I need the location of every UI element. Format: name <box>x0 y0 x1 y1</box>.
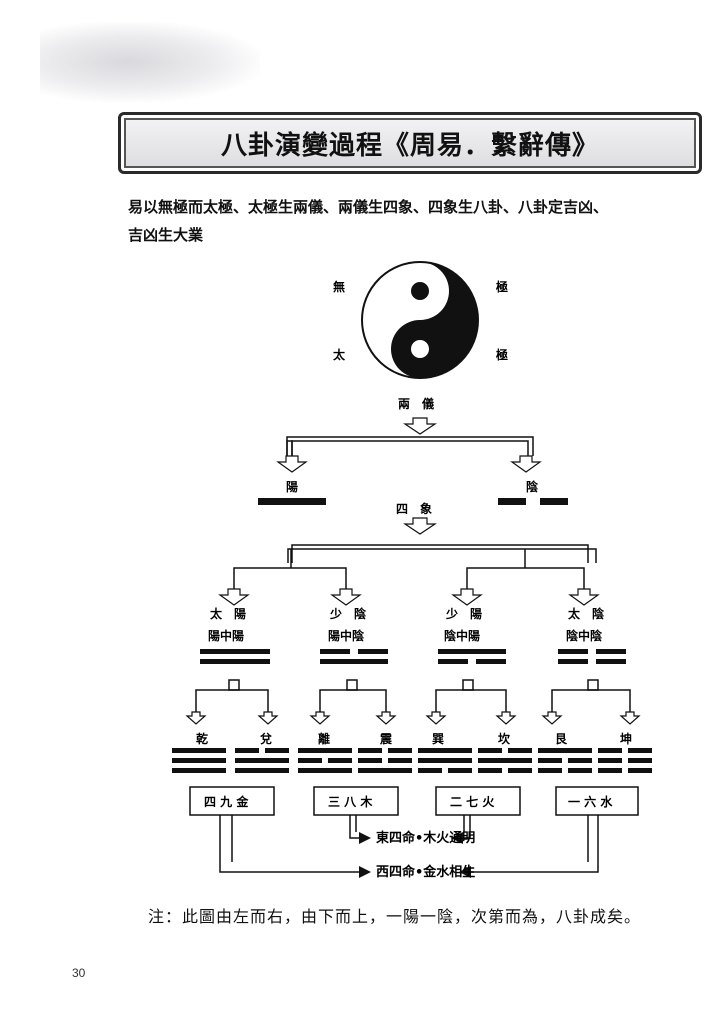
wuji-right-label: 極 <box>496 279 508 294</box>
symbol-1-sub: 陽中陽 <box>208 628 244 643</box>
symbol-1-name: 太 陽 <box>210 606 246 621</box>
trigram-zhen-label: 震 <box>380 732 393 746</box>
trigram-line-broken <box>358 758 382 763</box>
symbol-3-sub: 陰中陽 <box>444 628 480 643</box>
page-title: 八卦演變過程《周易．繫辭傳》 <box>220 131 599 161</box>
trigram-line-broken <box>235 748 259 753</box>
trigram-line-solid <box>172 758 226 763</box>
page-number: 30 <box>72 966 86 980</box>
trigram-line-broken <box>598 758 622 763</box>
trigram-line-broken <box>478 768 502 773</box>
box-west-1 <box>189 786 275 816</box>
taiji-symbol <box>361 261 479 379</box>
trigram-line-broken <box>265 748 289 753</box>
symbol-4-sub: 陰中陰 <box>566 628 603 643</box>
arrow-shaoyin <box>330 588 362 606</box>
arrow-shaoyang <box>451 588 483 606</box>
number-label-1: 四 九 金 <box>204 794 249 809</box>
trigram-line-solid <box>418 758 472 763</box>
symbol-2-sub: 陽中陰 <box>328 628 365 643</box>
box-east-2 <box>435 786 521 816</box>
trigram-line-solid <box>418 748 472 753</box>
box-west-2 <box>555 786 639 816</box>
trigram-line-broken <box>298 758 322 763</box>
trigram-line-broken <box>628 748 652 753</box>
yin-line-right <box>540 498 568 505</box>
trigram-line-solid <box>298 768 352 773</box>
trigram-line-broken <box>628 768 652 773</box>
trigram-line-solid <box>172 768 226 773</box>
arrow-yang <box>276 455 308 473</box>
trigram-line-solid <box>478 758 532 763</box>
trigram-line-solid <box>298 748 352 753</box>
arrow-liangyi <box>403 417 437 435</box>
trigram-line-broken <box>538 768 562 773</box>
arrow-yin <box>510 455 542 473</box>
trigram-line-broken <box>628 758 652 763</box>
trigram-glyphs <box>172 748 652 773</box>
west-four-label: 西四命•金水相生 <box>376 864 475 880</box>
trigram-line-broken <box>568 758 592 763</box>
taiji-right-label: 極 <box>496 347 508 362</box>
liangyi-label: 兩 儀 <box>398 396 434 411</box>
decorative-swirl <box>40 22 260 102</box>
yin-label: 陰 <box>526 479 539 494</box>
yang-label: 陽 <box>286 480 298 494</box>
trigram-line-broken <box>568 768 592 773</box>
yang-line <box>258 498 326 505</box>
trigram-kan-label: 坎 <box>498 731 510 746</box>
title-banner: 八卦演變過程《周易．繫辭傳》 <box>118 112 702 174</box>
number-label-3: 二 七 火 <box>450 795 495 809</box>
trigram-line-solid <box>235 758 289 763</box>
trigram-line-broken <box>538 758 562 763</box>
trigram-line-broken <box>478 748 502 753</box>
trigram-kun-label: 坤 <box>620 731 632 746</box>
bigram-glyphs <box>200 649 626 664</box>
intro-line-1: 易以無極而太極、太極生兩儀、兩儀生四象、四象生八卦、八卦定吉凶、 <box>128 198 609 216</box>
trigram-line-broken <box>448 768 472 773</box>
trigram-gen-label: 艮 <box>555 732 568 746</box>
trigram-qian-label: 乾 <box>196 731 208 746</box>
number-label-2: 三 八 木 <box>328 794 373 809</box>
arrow-taiyang <box>218 588 250 606</box>
trigram-line-broken <box>388 758 412 763</box>
footnote: 注：此圖由左而右，由下而上，一陽一陰，次第而為，八卦成矣。 <box>148 907 642 926</box>
trigram-dui-label: 兌 <box>260 731 272 746</box>
trigram-line-broken <box>598 748 622 753</box>
number-label-4: 一 六 水 <box>568 794 613 809</box>
east-four-label: 東四命•木火通明 <box>376 830 475 846</box>
trigram-line-solid <box>172 748 226 753</box>
trigram-line-broken <box>328 758 352 763</box>
arrow-taiyin <box>568 588 600 606</box>
trigram-li-label: 離 <box>318 731 330 746</box>
trigram-line-broken <box>508 768 532 773</box>
trigram-line-broken <box>418 768 442 773</box>
wuji-left-label: 無 <box>333 279 345 294</box>
symbol-2-name: 少 陰 <box>329 606 367 621</box>
arrow-sixiang <box>403 517 437 535</box>
trigram-xun-label: 巽 <box>432 732 444 746</box>
yin-line-left <box>498 498 526 505</box>
trigram-line-solid <box>358 768 412 773</box>
trigram-line-solid <box>538 748 592 753</box>
trigram-line-broken <box>358 748 382 753</box>
sixiang-label: 四 象 <box>396 501 432 516</box>
trigram-line-broken <box>388 748 412 753</box>
intro-line-2: 吉凶生大業 <box>128 226 204 244</box>
box-east-1 <box>313 786 399 816</box>
symbol-3-name: 少 陽 <box>445 606 482 621</box>
symbol-4-name: 太 陰 <box>568 606 605 621</box>
trigram-line-broken <box>598 768 622 773</box>
taiji-left-label: 太 <box>333 347 346 362</box>
trigram-line-solid <box>235 768 289 773</box>
trigram-line-broken <box>508 748 532 753</box>
